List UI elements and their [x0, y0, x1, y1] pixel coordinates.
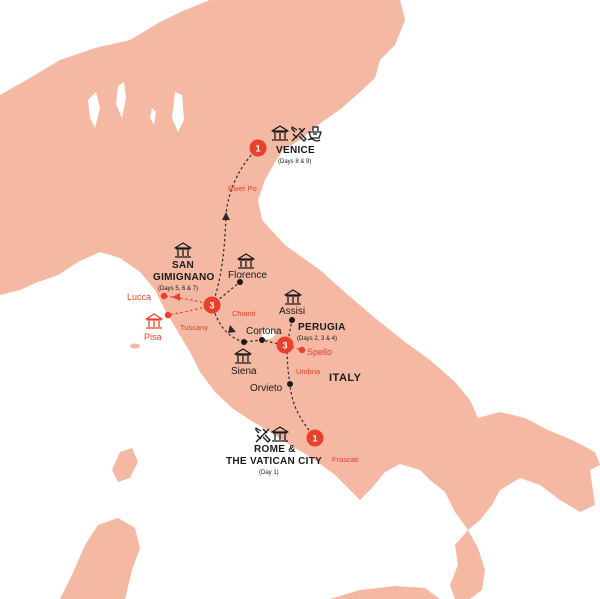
rome-name-line1: ROME & [254, 444, 296, 455]
assisi-label: Assisi [279, 306, 305, 317]
florence-dot [237, 279, 243, 285]
sangimignano-days: (Days 5, 6 & 7) [158, 286, 198, 292]
assisi-landmark-icon [284, 289, 302, 305]
landmark-icon [271, 426, 289, 442]
plane-icon [255, 427, 271, 443]
landmark-icon [174, 242, 192, 258]
calabria-toe [450, 530, 485, 599]
landmark-icon [271, 125, 289, 141]
venice-name: VENICE [276, 145, 315, 156]
perugia-days: (Days 2, 3 & 4) [297, 336, 337, 342]
florence-label: Florence [228, 270, 267, 281]
umbria-label: Umbria [296, 367, 321, 376]
plane-icon [291, 126, 307, 142]
italy-label: ITALY [329, 372, 362, 384]
lake-maggiore [88, 92, 100, 128]
perugia-stop-number: 3 [282, 341, 287, 351]
spello-dot [298, 346, 306, 354]
stop-markers: 1 3 3 1 [203, 139, 324, 447]
route-sangimignano-to-lucca [163, 295, 213, 306]
lucca-dot [160, 292, 168, 300]
assisi-dot [289, 317, 295, 323]
lucca-label: Lucca [127, 292, 151, 302]
pisa-dot [164, 311, 172, 319]
mainland-italy [0, 0, 595, 530]
sangimignano-name-line1: SAN [172, 260, 194, 271]
labels-layer: VENICE (Days 8 & 9) River Po SAN GIMIGNA… [127, 145, 362, 476]
dots-layer [160, 279, 306, 387]
frascati-label: Frascati [332, 455, 359, 464]
rome-stop-number: 1 [312, 434, 317, 444]
route-arrow-north [222, 212, 230, 220]
orvieto-dot [287, 381, 293, 387]
lake-trasimeno [262, 329, 276, 340]
puglia-heel [478, 412, 600, 470]
elba-island [130, 343, 140, 349]
sardinia [60, 518, 140, 599]
spello-label: Spello [307, 347, 332, 357]
river-po-label: River Po [228, 184, 257, 193]
tuscany-label: Tuscany [180, 323, 208, 332]
sangimignano-name-line2: GIMIGNANO [153, 272, 215, 283]
venice-days: (Days 8 & 9) [278, 159, 311, 165]
sicily [330, 586, 440, 599]
venice-stop-marker: 1 [249, 139, 267, 157]
lake-iseo [150, 108, 156, 125]
icons-layer [145, 125, 322, 443]
florence-landmark-icon [237, 253, 255, 269]
cortona-label: Cortona [246, 326, 282, 337]
venice-stop-number: 1 [255, 144, 260, 154]
route-arrow-lucca [172, 293, 180, 301]
sangimignano-stop-number: 3 [209, 301, 214, 311]
route-arrow-cortona [228, 325, 236, 333]
route-perugia-to-assisi [286, 319, 293, 347]
pisa-landmark-icon [145, 313, 163, 329]
pisa-label: Pisa [144, 332, 162, 342]
perugia-name: PERUGIA [298, 322, 346, 333]
sangimignano-stop-marker: 3 [203, 296, 221, 314]
cortona-dot [259, 337, 265, 343]
rome-stop-marker: 1 [306, 429, 324, 447]
route-rome-to-orvieto [289, 383, 316, 439]
corsica [112, 448, 138, 482]
siena-dot [241, 339, 247, 345]
siena-label: Siena [231, 366, 257, 377]
rome-name-line2: THE VATICAN CITY [226, 456, 322, 467]
rome-days: (Day 1) [259, 470, 279, 476]
ship-icon [307, 126, 322, 142]
lake-garda [172, 92, 184, 132]
lake-como [116, 82, 126, 118]
siena-landmark-icon [234, 348, 252, 364]
chianti-label: Chianti [232, 309, 256, 318]
perugia-stop-marker: 3 [276, 336, 294, 354]
orvieto-label: Orvieto [250, 383, 283, 394]
